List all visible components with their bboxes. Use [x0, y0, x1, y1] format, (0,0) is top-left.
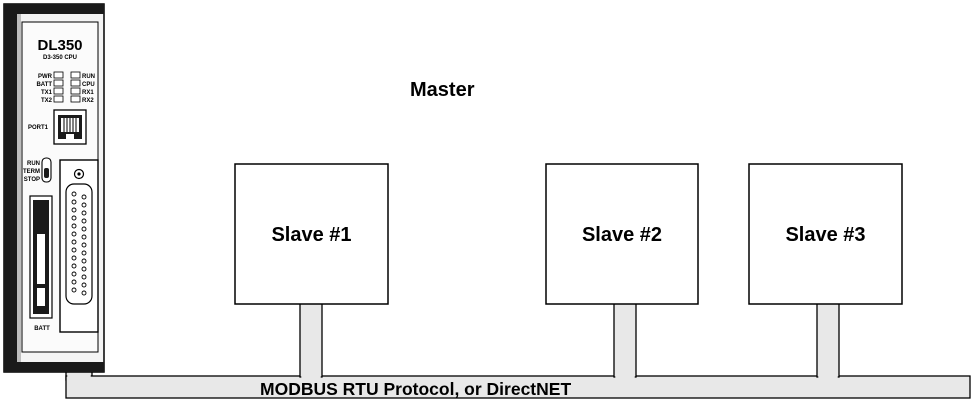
port-label: PORT1	[28, 125, 49, 131]
led-label-tx1: TX1	[41, 90, 53, 96]
led-cpu	[70, 79, 81, 87]
switch-label-stop: STOP	[24, 177, 40, 183]
plc-model: DL350	[37, 37, 82, 54]
battery-compartment	[29, 195, 53, 319]
led-tx2	[53, 95, 64, 103]
batt-label: BATT	[34, 326, 50, 332]
plc-subtitle: D3-350 CPU	[43, 55, 77, 61]
led-label-pwr: PWR	[38, 74, 53, 80]
led-batt	[53, 79, 64, 87]
led-label-batt: BATT	[36, 82, 52, 88]
bus-drop-slave-1	[299, 302, 323, 378]
slave-box-3: Slave #3	[748, 163, 903, 305]
db-connector-icon	[59, 159, 99, 333]
led-run	[70, 71, 81, 79]
network-bus	[65, 299, 971, 399]
led-rx1	[70, 87, 81, 95]
slave-box-1: Slave #1	[234, 163, 389, 305]
slave-box-2: Slave #2	[545, 163, 699, 305]
slave-label-2: Slave #2	[582, 224, 662, 246]
led-tx1	[53, 87, 64, 95]
led-pwr	[53, 71, 64, 79]
switch-label-run: RUN	[27, 161, 40, 167]
bus-label: MODBUS RTU Protocol, or DirectNET	[260, 379, 571, 399]
plc-rail	[4, 4, 17, 372]
port1-connector-icon	[53, 109, 87, 145]
mode-switch-icon	[41, 157, 52, 183]
led-label-rx1: RX1	[82, 90, 94, 96]
led-label-tx2: TX2	[41, 98, 53, 104]
slave-label-1: Slave #1	[271, 224, 351, 246]
led-label-run: RUN	[82, 74, 95, 80]
switch-label-term: TERM	[23, 169, 40, 175]
slave-label-3: Slave #3	[785, 224, 865, 246]
bus-drop-slave-2	[613, 302, 637, 378]
bus-drop-slave-3	[816, 302, 840, 378]
plc-device: DL350 D3-350 CPU PWR BATT TX1 TX2 RUN CP…	[3, 3, 105, 373]
led-rx2	[70, 95, 81, 103]
led-label-cpu: CPU	[82, 82, 95, 88]
master-label: Master	[410, 79, 475, 101]
led-label-rx2: RX2	[82, 98, 94, 104]
